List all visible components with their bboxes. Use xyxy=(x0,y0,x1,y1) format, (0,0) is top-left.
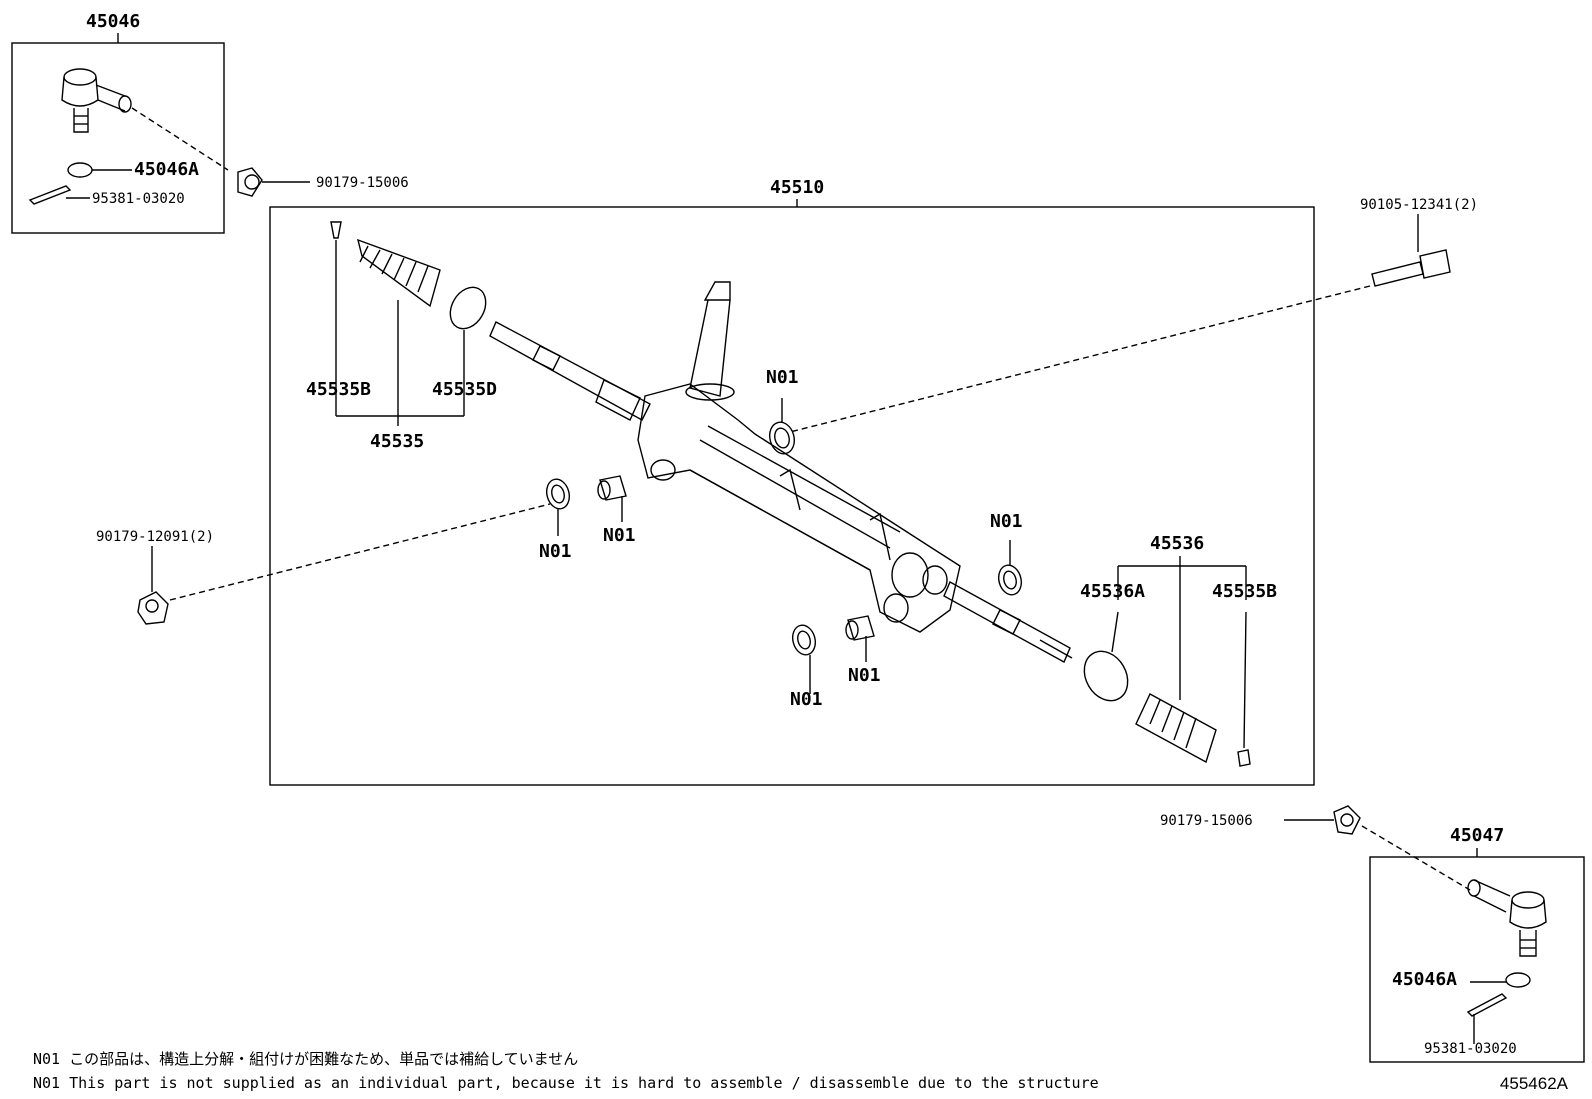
label-cotter-pin-right: 95381-03020 xyxy=(1424,1041,1517,1057)
lock-nut-left-drawing xyxy=(237,167,310,197)
label-n01-e: N01 xyxy=(848,665,881,686)
label-boot-kit-right: 45536 xyxy=(1150,533,1205,554)
boot-right-drawing xyxy=(1083,556,1251,767)
label-boot-clamp-left: 45535B xyxy=(306,379,372,400)
rack-assembly-drawing xyxy=(489,281,1073,663)
label-nut-right: 45046A xyxy=(1392,969,1458,990)
note-english: N01 This part is not supplied as an indi… xyxy=(33,1074,1099,1092)
label-bolt: 90105-12341(2) xyxy=(1360,197,1479,213)
tie-rod-end-right-frame xyxy=(1369,856,1585,1063)
label-cotter-pin-left: 95381-03020 xyxy=(92,191,185,207)
boot-left-drawing xyxy=(330,221,487,426)
label-boot-clamp-right: 45535B xyxy=(1212,581,1278,602)
label-boot-band-right: 45536A xyxy=(1080,581,1146,602)
label-mount-nut: 90179-12091(2) xyxy=(96,529,215,545)
label-n01-a: N01 xyxy=(766,367,799,388)
gear-assembly-frame xyxy=(269,206,1315,786)
diagram-code: 455462A xyxy=(1499,1074,1568,1093)
bolt-drawing xyxy=(789,214,1451,433)
label-n01-f: N01 xyxy=(790,689,823,710)
n01-parts-drawing xyxy=(545,398,1023,694)
label-boot-kit-left: 45535 xyxy=(370,431,425,452)
label-n01-d: N01 xyxy=(990,511,1023,532)
label-nut-left: 45046A xyxy=(134,159,200,180)
tie-rod-end-left-drawing xyxy=(28,33,229,205)
label-lock-nut-right: 90179-15006 xyxy=(1160,813,1253,829)
label-boot-band-left: 45535D xyxy=(432,379,498,400)
label-lock-nut-left: 90179-15006 xyxy=(316,175,409,191)
note-japanese: N01 この部品は、構造上分解・組付けが困難なため、単品では補給していません xyxy=(33,1050,579,1068)
label-n01-b: N01 xyxy=(539,541,572,562)
label-n01-c: N01 xyxy=(603,525,636,546)
tie-rod-end-right-drawing xyxy=(1466,848,1547,1044)
label-tie-rod-end-right: 45047 xyxy=(1450,825,1505,846)
label-gear-assembly: 45510 xyxy=(770,177,825,198)
label-tie-rod-end-left: 45046 xyxy=(86,11,141,32)
lock-nut-right-drawing xyxy=(1284,805,1471,891)
mount-nut-drawing xyxy=(137,503,551,625)
